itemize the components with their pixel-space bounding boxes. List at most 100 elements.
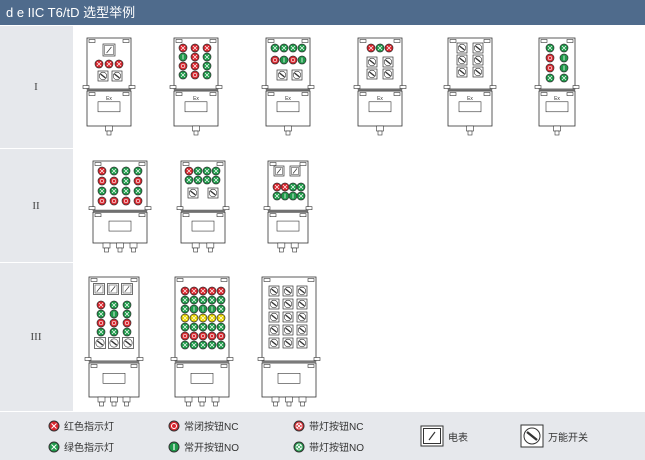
enclosure: Ex xyxy=(261,37,315,136)
nameplate xyxy=(191,220,215,232)
cable-gland xyxy=(290,242,299,249)
row-content-iii xyxy=(73,263,645,411)
cable-gland xyxy=(192,125,200,132)
ex-mark: Ex xyxy=(377,96,383,102)
button-nc-icon xyxy=(189,331,199,341)
universal-switch-icon xyxy=(520,424,544,448)
legend-lit-no: 带灯按钮NO xyxy=(293,439,364,454)
cable-gland xyxy=(129,242,138,249)
button-nc-icon xyxy=(180,331,190,341)
cable-gland xyxy=(122,396,131,403)
cable-gland xyxy=(105,125,113,132)
nameplate xyxy=(276,101,300,113)
ex-mark: Ex xyxy=(285,96,291,102)
button-nc-icon xyxy=(109,196,119,206)
cable-gland xyxy=(284,125,292,132)
enclosure xyxy=(88,160,152,253)
nameplate xyxy=(190,373,214,384)
row-label-ii: II xyxy=(32,199,40,212)
cable-gland xyxy=(110,396,118,403)
button-nc-icon xyxy=(198,331,208,341)
cable-gland xyxy=(206,242,215,249)
enclosure: Ex xyxy=(534,37,580,136)
cable-gland xyxy=(553,125,561,132)
button-nc-icon xyxy=(270,55,280,65)
nameplate xyxy=(108,220,132,232)
button-nc-icon xyxy=(97,196,107,206)
cable-gland xyxy=(298,396,307,403)
nameplate xyxy=(184,101,208,113)
nameplate xyxy=(277,373,301,384)
row-content-ii xyxy=(73,149,645,262)
button-nc-icon xyxy=(178,61,188,71)
cable-gland xyxy=(198,396,206,403)
cable-gland xyxy=(277,242,286,249)
button-nc-icon xyxy=(216,331,226,341)
button-nc-icon xyxy=(133,176,143,186)
cable-gland xyxy=(376,125,384,132)
button-nc-icon xyxy=(190,70,200,80)
legend-no-button-label: 常开按钮NO xyxy=(184,443,239,454)
legend-nc-button-label: 常闭按钮NC xyxy=(184,422,239,433)
cable-gland xyxy=(116,242,124,249)
row-ii: II xyxy=(0,149,645,262)
legend-red-lamp-label: 红色指示灯 xyxy=(64,422,114,433)
ex-mark: Ex xyxy=(193,96,199,102)
legend-meter-label: 电表 xyxy=(448,432,468,444)
nameplate xyxy=(545,101,569,113)
enclosure xyxy=(176,160,230,253)
row-ii-devices xyxy=(88,160,313,253)
nameplate xyxy=(458,101,482,113)
cable-gland xyxy=(102,242,111,249)
button-nc-icon xyxy=(207,331,217,341)
legend-nc-button: 常闭按钮NC xyxy=(168,418,238,433)
button-nc-icon xyxy=(121,196,131,206)
enclosure xyxy=(170,276,234,407)
legend-meter: 电表 xyxy=(420,425,468,447)
cable-gland xyxy=(184,396,193,403)
enclosure xyxy=(257,276,321,407)
legend-green-lamp: 绿色指示灯 xyxy=(48,439,114,454)
enclosure: Ex xyxy=(82,37,136,136)
button-nc-icon xyxy=(545,63,555,73)
ex-mark: Ex xyxy=(554,96,560,102)
cable-gland xyxy=(191,242,200,249)
enclosure xyxy=(263,160,313,253)
cable-gland xyxy=(466,125,474,132)
button-nc-icon xyxy=(109,318,119,328)
nameplate xyxy=(97,101,121,113)
cable-gland xyxy=(97,396,106,403)
button-nc-icon xyxy=(96,318,106,328)
legend-lit-nc: 带灯按钮NC xyxy=(293,418,363,433)
enclosure-upper xyxy=(447,37,493,90)
enclosure: Ex xyxy=(169,37,223,136)
red-lamp-icon xyxy=(48,420,60,431)
legend-no-button: 常开按钮NO xyxy=(168,439,239,454)
row-label-i: I xyxy=(34,81,38,93)
no-button-icon xyxy=(168,441,180,452)
row-iii-devices xyxy=(84,276,321,407)
enclosure xyxy=(84,276,144,407)
legend-green-lamp-label: 绿色指示灯 xyxy=(64,443,114,454)
legend-lit-nc-label: 带灯按钮NC xyxy=(309,422,364,433)
button-nc-icon xyxy=(97,176,107,186)
button-nc-icon xyxy=(545,53,555,63)
row-iii: III xyxy=(0,263,645,411)
lit-no-button-icon xyxy=(293,441,305,452)
nameplate xyxy=(368,101,392,113)
legend: 红色指示灯 绿色指示灯 常闭按钮NC 常开按钮NO 带灯按钮NC 带灯按钮NO … xyxy=(0,412,645,460)
row-label-iii: III xyxy=(30,331,42,343)
ex-mark: Ex xyxy=(467,96,473,102)
nameplate xyxy=(102,373,126,384)
lit-nc-button-icon xyxy=(293,420,305,431)
legend-switch-label: 万能开关 xyxy=(548,432,588,444)
cable-gland xyxy=(211,396,220,403)
legend-red-lamp: 红色指示灯 xyxy=(48,418,114,433)
legend-lit-no-label: 带灯按钮NO xyxy=(309,443,364,454)
cable-gland xyxy=(285,396,293,403)
enclosure-upper xyxy=(538,37,576,90)
page-title: d e IIC T6/tD 选型举例 xyxy=(0,0,645,25)
